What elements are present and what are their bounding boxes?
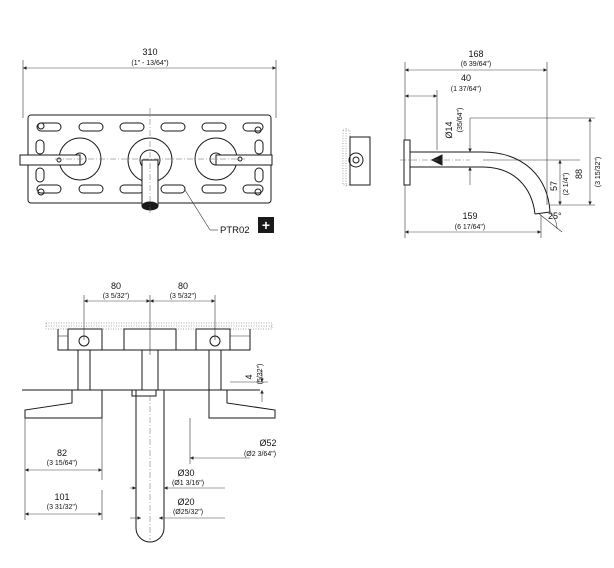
reach-imperial: (6 17/64"): [455, 224, 486, 231]
valve-body: [349, 136, 371, 186]
offset-imperial: (1 37/64"): [451, 86, 482, 93]
dia-30-imperial: (Ø1 3/16"): [172, 480, 204, 487]
plate-hole: [254, 188, 262, 196]
left-handle-plan: [24, 390, 103, 419]
dia-52: Ø52: [259, 438, 276, 448]
accessory-plus-icon: [258, 217, 274, 233]
spout-top-edge: [410, 151, 551, 213]
plate-hole: [254, 126, 262, 134]
front-view: 310 (1" - 13/64"): [19, 47, 277, 236]
wall-section: [342, 129, 351, 186]
accessory-leader: [184, 189, 211, 231]
rosette-plate: [403, 139, 411, 186]
dia-20-imperial: (Ø25/32"): [173, 509, 203, 516]
dim-82: 82: [57, 448, 67, 458]
offset-value: 40: [461, 73, 471, 83]
dia-52-imperial: (Ø2 3/64"): [244, 451, 276, 458]
spacing-left-imperial: (3 5/32"): [103, 293, 130, 300]
dia-20: Ø20: [177, 497, 194, 507]
spacing-right: 80: [178, 281, 188, 291]
spacing-right-imperial: (3 5/32"): [170, 293, 197, 300]
depth-4-imperial: (5/32"): [257, 364, 264, 385]
depth-imperial: (6 39/64"): [461, 61, 492, 68]
height-88: 88: [574, 169, 584, 179]
valve-body-plan: [57, 329, 251, 351]
angle-value: 25°: [548, 211, 562, 221]
top-slots: [36, 122, 264, 132]
height-57-imperial: (2 1/4"): [563, 173, 570, 196]
spout-plan: [135, 390, 165, 543]
bottom-view: 80 (3 5/32") 80 (3 5/32") 4 (5/32"): [22, 281, 277, 543]
height-88-imperial: (3 15/32"): [595, 157, 602, 188]
width-value: 310: [142, 47, 157, 57]
svg-text:+: +: [262, 217, 270, 233]
plate-hole: [37, 188, 45, 196]
accessory-code: PTR02: [220, 225, 250, 236]
depth-value: 168: [468, 49, 483, 59]
spout-diameter: Ø14: [444, 121, 454, 138]
dim-101: 101: [54, 492, 69, 502]
bottom-slots: [36, 184, 264, 194]
height-57: 57: [549, 181, 559, 191]
dia-30: Ø30: [177, 468, 194, 478]
width-imperial: (1" - 13/64"): [131, 60, 168, 67]
right-handle-plan: [208, 390, 276, 419]
dim-101-imperial: (3 31/32"): [47, 504, 78, 511]
reach-value: 159: [462, 211, 477, 221]
depth-4: 4: [244, 374, 254, 379]
plate-hole: [37, 122, 45, 130]
dim-82-imperial: (3 15/64"): [47, 460, 78, 467]
spout-bottom-edge: [410, 166, 536, 215]
side-view: 168 (6 39/64") 40 (1 37/64") Ø14 (35/64"…: [342, 49, 602, 238]
spacing-left: 80: [111, 281, 121, 291]
spout-diameter-imperial: (35/64"): [457, 108, 464, 133]
